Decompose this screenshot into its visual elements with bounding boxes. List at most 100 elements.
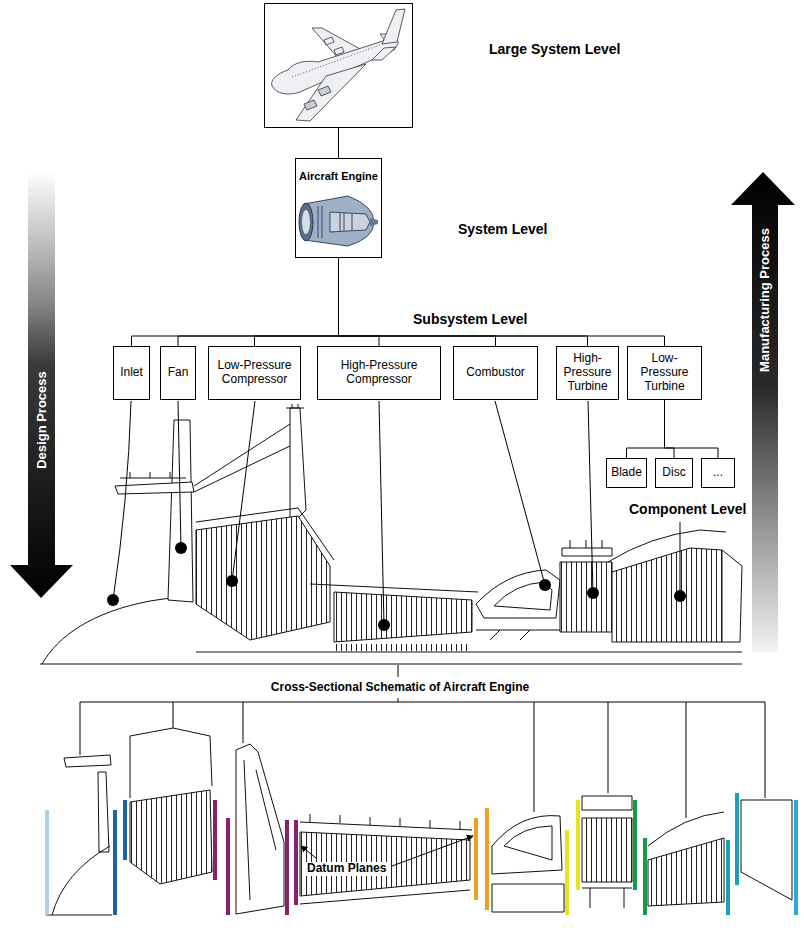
box-label: Blade [611, 466, 642, 480]
leader-line-part [495, 401, 545, 585]
airplane-illustration-part [292, 45, 380, 77]
datum-plane-part [794, 800, 798, 915]
datum-plane-part [726, 840, 730, 915]
exploded-schematic-part [236, 744, 284, 914]
callout-dot-part [539, 579, 551, 591]
tree-connector [665, 400, 719, 458]
exploded-schematic [46, 728, 792, 915]
level-label: Large System Level [489, 41, 621, 57]
airplane-illustration-part [324, 37, 334, 45]
text-slot: Large System Level [489, 41, 621, 57]
engine-illustration-part [299, 203, 313, 241]
text-slot: Blade [611, 466, 642, 480]
text-slot: System Level [458, 221, 548, 237]
schematic-caption: Cross-Sectional Schematic of Aircraft En… [271, 681, 529, 695]
exploded-schematic-part [46, 915, 112, 916]
engine-illustration-part [370, 218, 378, 226]
callout-dot [107, 542, 686, 631]
datum-plane-part [294, 820, 298, 905]
engine-cross-section-part [120, 472, 186, 478]
datum-plane [45, 793, 798, 915]
component-box: ... [701, 458, 735, 488]
leader-line-part [232, 401, 255, 581]
datum-plane-part [113, 810, 117, 915]
box-label: Aircraft Engine [299, 170, 378, 183]
datum-plane-part [285, 820, 289, 915]
tree-connector [339, 258, 496, 346]
datum-plane-part [474, 818, 478, 900]
manufacturing-process-arrow [731, 172, 795, 652]
engine-cross-section-part [196, 516, 330, 640]
text-slot: Aircraft Engine [299, 170, 378, 183]
subsystem-box: Combustor [453, 346, 538, 400]
level-label: System Level [458, 221, 548, 237]
exploded-schematic-part [582, 796, 632, 810]
datum-plane-part [633, 800, 637, 890]
exploded-schematic-part [244, 760, 276, 900]
exploded-schematic-part [300, 832, 470, 896]
leader-line [113, 401, 680, 625]
exploded-schematic-part [310, 814, 460, 829]
text-slot: Fan [168, 366, 189, 380]
datum-plane-part [643, 838, 647, 915]
exploded-schematic-part [52, 846, 110, 915]
engine-cross-section-part [42, 598, 170, 664]
callout-dot-part [226, 575, 238, 587]
datum-plane-part [565, 830, 569, 915]
engine-cross-section-part [476, 570, 560, 618]
engine-cross-section-part [196, 652, 742, 653]
leader-line-part [178, 401, 181, 548]
tree-connector [627, 400, 665, 458]
box-label: ... [713, 466, 723, 480]
box-label: Low-Pressure Turbine [631, 352, 698, 393]
text-slot: Low-Pressure Turbine [631, 352, 698, 393]
leader-line-part [680, 522, 681, 596]
engine-cross-section-part [290, 408, 306, 520]
manufacturing-process-arrow-part [731, 172, 795, 652]
engine-illustration-part [330, 212, 370, 232]
datum-plane-part [123, 800, 127, 860]
datum-plane-part [213, 800, 217, 880]
callout-dot-part [587, 587, 599, 599]
datum-plane-part [485, 808, 489, 910]
tree-connector [132, 258, 339, 346]
callout-dot-part [107, 594, 119, 606]
engine-illustration-part [304, 196, 374, 246]
tree-connector [339, 258, 588, 346]
exploded-schematic-part [741, 800, 792, 900]
process-arrow-label: Manufacturing Process [758, 228, 773, 372]
text-slot: High-Pressure Compressor [321, 359, 437, 387]
leader-line-part [588, 401, 593, 593]
engine-cross-section-part [196, 508, 334, 560]
large-system-box: Large System Level [264, 3, 413, 128]
callout-dot-part [175, 542, 187, 554]
subsystem-box: Low-Pressure Turbine [627, 346, 702, 400]
tree-connector [338, 128, 339, 158]
engine-cross-section-part [612, 548, 722, 642]
engine-cross-section-part [560, 562, 612, 632]
engine-cross-section-part [608, 530, 726, 562]
text-slot: Disc [662, 466, 685, 480]
exploded-schematic-part [98, 772, 109, 852]
text-slot: Combustor [466, 366, 525, 380]
tree-connector [339, 258, 380, 346]
label-slot: Component Level [629, 501, 746, 517]
airplane-illustration-part [296, 64, 366, 121]
leader-line-part [379, 401, 384, 625]
airplane-illustration [272, 9, 405, 121]
engine-cross-section-part [40, 664, 742, 665]
exploded-schematic-part [504, 826, 552, 860]
exploded-schematic-part [582, 818, 632, 882]
engine-cross-section-part [336, 644, 470, 651]
box-label: Low-Pressure Compressor [212, 359, 297, 387]
engine-cross-section-part [562, 540, 612, 556]
tree-connector [665, 400, 675, 458]
engine-cross-section-part [194, 424, 290, 492]
exploded-schematic-part [648, 838, 724, 906]
exploded-schematic-part [492, 884, 564, 912]
label-slot: Cross-Sectional Schematic of Aircraft En… [271, 681, 529, 695]
text-slot: High-Pressure Turbine [560, 352, 615, 393]
text-slot: Inlet [120, 366, 143, 380]
label-slot: Manufacturing Process [758, 228, 773, 372]
box-label: Fan [168, 366, 189, 380]
